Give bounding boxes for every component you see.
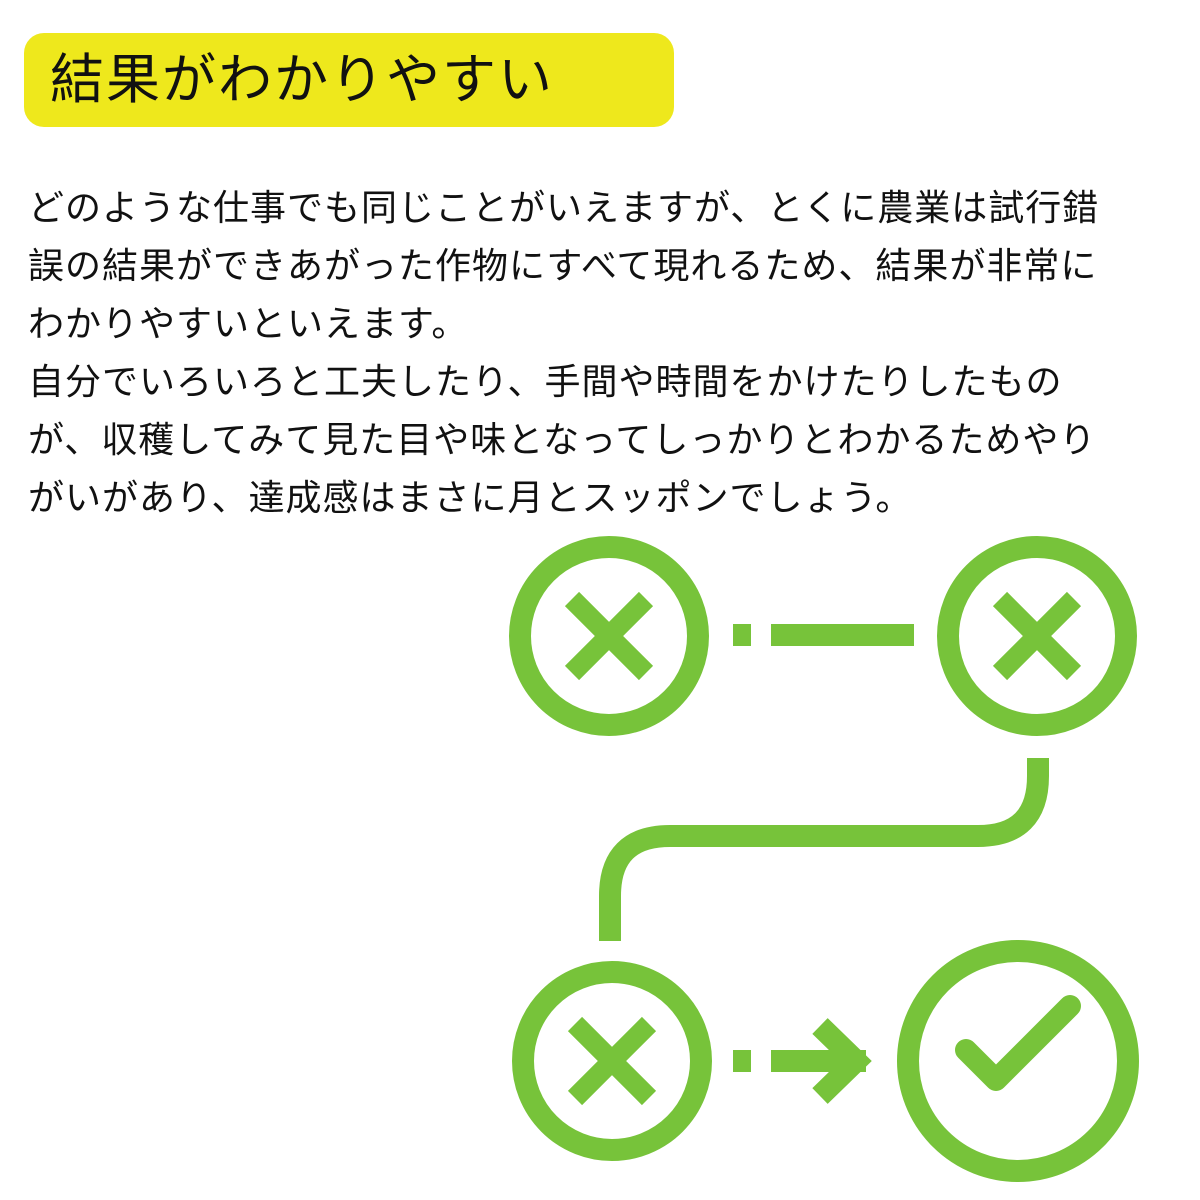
body-line: どのような仕事でも同じことがいえますが、とくに農業は試行錯 xyxy=(28,188,1100,229)
body-line: 誤の結果ができあがった作物にすべて現れるため、結果が非常に xyxy=(28,246,1098,287)
x-circle-icon xyxy=(937,536,1137,736)
check-circle-icon xyxy=(897,940,1139,1182)
body-line: わかりやすいといえます。 xyxy=(28,304,469,345)
curved-connector xyxy=(599,758,1049,941)
body-line: 自分でいろいろと工夫したり、手間や時間をかけたりしたもの xyxy=(28,362,1063,403)
x-circle-icon xyxy=(512,961,712,1161)
title-banner: 結果がわかりやすい xyxy=(24,33,674,127)
body-line: がいがあり、達成感はまさに月とスッポンでしょう。 xyxy=(28,478,913,519)
body-paragraph: どのような仕事でも同じことがいえますが、とくに農業は試行錯 誤の結果ができあがっ… xyxy=(28,180,1158,528)
x-circle-icon xyxy=(509,536,709,736)
arrow-right-icon xyxy=(733,1018,872,1104)
page-title: 結果がわかりやすい xyxy=(50,48,554,111)
body-line: が、収穫してみて見た目や味となってしっかりとわかるためやり xyxy=(28,420,1097,461)
